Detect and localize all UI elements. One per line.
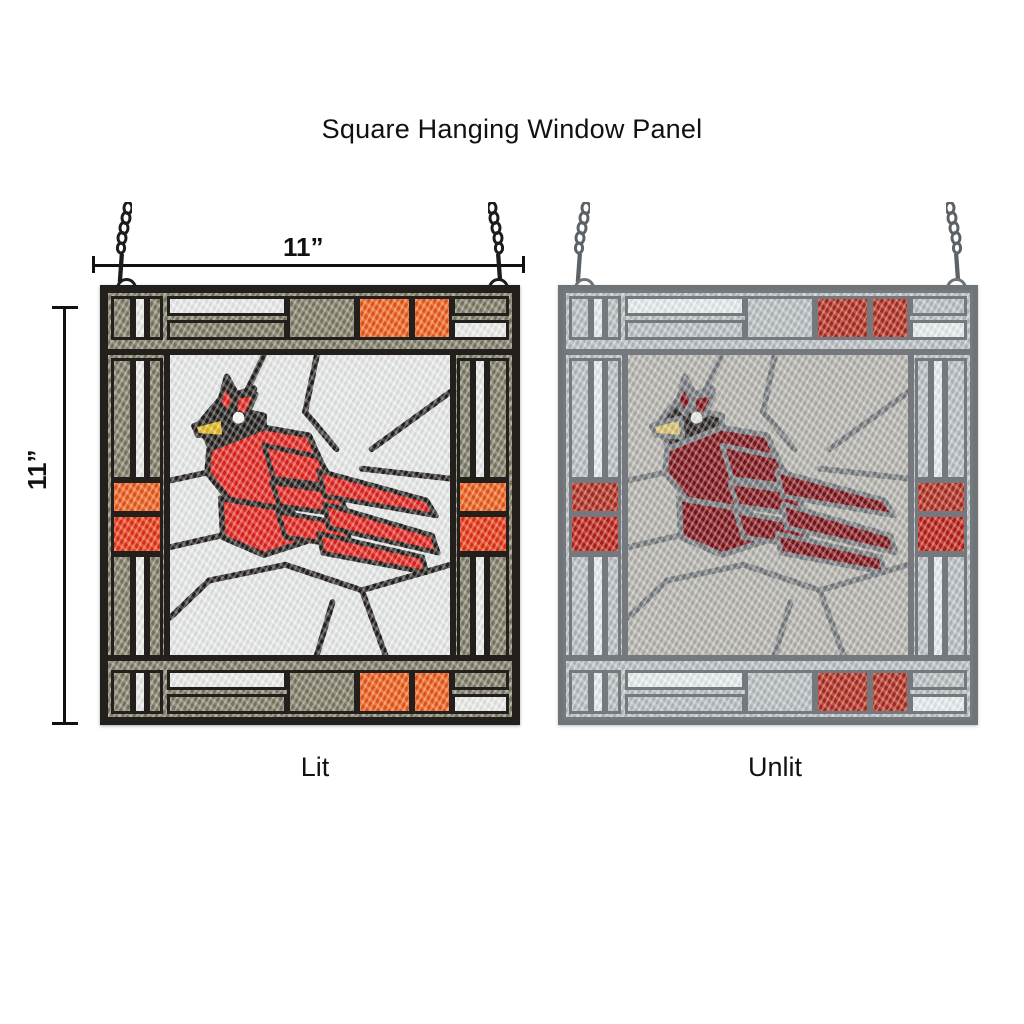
- height-dimension-line: [63, 306, 66, 725]
- accent-orange: [815, 670, 870, 714]
- corner-bar: [605, 670, 621, 714]
- border-strip: [452, 320, 509, 340]
- accent-orange: [412, 670, 452, 714]
- accent-orange: [457, 480, 509, 514]
- border-strip: [915, 358, 931, 480]
- corner-bar: [605, 296, 621, 340]
- height-dimension-label: 11”: [22, 449, 52, 491]
- border-strip: [147, 554, 163, 658]
- accent-red: [457, 514, 509, 554]
- hanging-chain-icon: [488, 202, 504, 286]
- border-strip: [945, 358, 967, 480]
- border-strip: [473, 358, 487, 480]
- hanging-chain-icon: [116, 202, 132, 286]
- border-strip: [147, 358, 163, 480]
- border-strip: [473, 554, 487, 658]
- border-strip: [569, 358, 591, 480]
- border-strip: [910, 320, 967, 340]
- page-title: Square Hanging Window Panel: [321, 114, 703, 144]
- corner-bar: [147, 296, 163, 340]
- cardinal-artwork: [628, 355, 908, 655]
- border-strip: [745, 296, 815, 340]
- border-strip: [931, 358, 945, 480]
- border-strip: [915, 554, 931, 658]
- border-strip: [287, 296, 357, 340]
- border-strip: [625, 296, 745, 316]
- corner-bar: [111, 670, 133, 714]
- border-strip: [910, 670, 967, 690]
- border-strip: [910, 694, 967, 714]
- border-strip: [487, 554, 509, 658]
- product-panel-lit: [92, 196, 528, 736]
- border-strip: [605, 358, 621, 480]
- border-strip: [167, 320, 287, 340]
- product-panel-unlit: [550, 196, 986, 736]
- border-strip: [569, 554, 591, 658]
- caption-unlit: Unlit: [747, 752, 802, 782]
- corner-bar: [569, 296, 591, 340]
- corner-bar: [591, 670, 605, 714]
- height-dimension-tick-top: [52, 306, 78, 309]
- artwork-field: [625, 352, 911, 658]
- border-strip: [133, 358, 147, 480]
- border-strip: [625, 320, 745, 340]
- artwork-field: [167, 352, 453, 658]
- border-strip: [452, 296, 509, 316]
- border-strip: [457, 358, 473, 480]
- border-strip: [931, 554, 945, 658]
- caption-lit: Lit: [300, 752, 330, 782]
- stained-glass-panel-unlit: [558, 285, 978, 725]
- border-strip: [111, 554, 133, 658]
- border-strip: [457, 554, 473, 658]
- border-strip: [910, 296, 967, 316]
- border-strip: [111, 358, 133, 480]
- bird-eye: [232, 411, 245, 424]
- border-strip: [591, 358, 605, 480]
- border-strip: [625, 670, 745, 690]
- corner-bar: [569, 670, 591, 714]
- accent-orange: [357, 670, 412, 714]
- width-dimension-line: [92, 264, 525, 267]
- border-strip: [945, 554, 967, 658]
- corner-bar: [111, 296, 133, 340]
- corner-bar: [591, 296, 605, 340]
- border-strip: [605, 554, 621, 658]
- accent-orange: [815, 296, 870, 340]
- accent-orange: [569, 480, 621, 514]
- width-dimension-label: 11”: [283, 232, 324, 262]
- accent-orange: [412, 296, 452, 340]
- accent-red: [569, 514, 621, 554]
- stained-glass-panel-lit: [100, 285, 520, 725]
- border-strip: [167, 296, 287, 316]
- height-dimension-tick-bottom: [52, 722, 78, 725]
- accent-orange: [870, 296, 910, 340]
- border-strip: [133, 554, 147, 658]
- border-strip: [452, 670, 509, 690]
- width-dimension-tick-left: [92, 256, 95, 273]
- corner-bar: [133, 296, 147, 340]
- corner-bar: [147, 670, 163, 714]
- border-strip: [625, 694, 745, 714]
- border-strip: [287, 670, 357, 714]
- hanging-chain-icon: [574, 202, 590, 286]
- border-strip: [167, 694, 287, 714]
- accent-red: [111, 514, 163, 554]
- corner-bar: [133, 670, 147, 714]
- border-strip: [487, 358, 509, 480]
- hanging-chain-icon: [946, 202, 962, 286]
- accent-red: [915, 514, 967, 554]
- accent-orange: [357, 296, 412, 340]
- accent-orange: [870, 670, 910, 714]
- border-strip: [745, 670, 815, 714]
- border-strip: [167, 670, 287, 690]
- border-strip: [591, 554, 605, 658]
- accent-orange: [111, 480, 163, 514]
- border-strip: [452, 694, 509, 714]
- cardinal-artwork: [170, 355, 450, 655]
- bird-eye: [690, 411, 703, 424]
- accent-orange: [915, 480, 967, 514]
- width-dimension-tick-right: [522, 256, 525, 273]
